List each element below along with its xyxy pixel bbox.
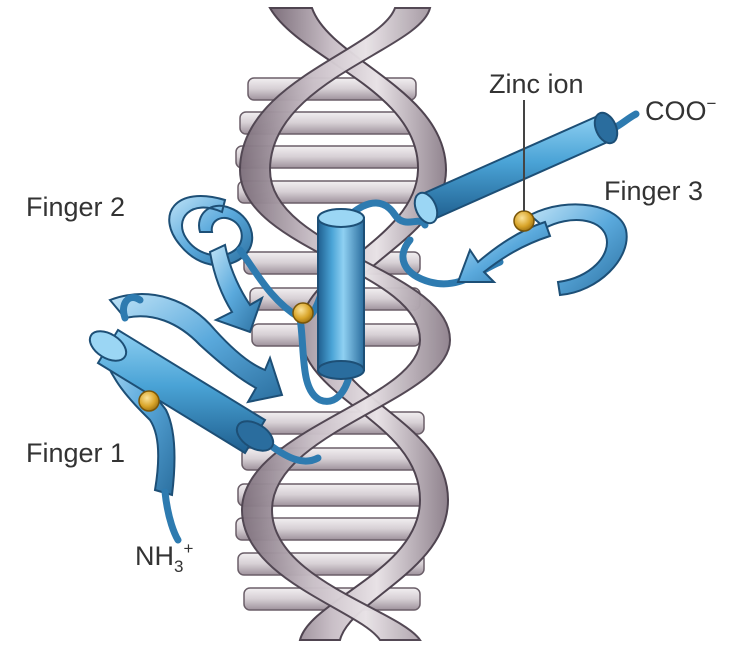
label-finger-1: Finger 1 [26,438,126,468]
zinc-ion-finger-2 [292,302,314,324]
label-coo-text: COO [645,96,707,126]
label-nh-text: NH [135,541,174,571]
finger-1-helix [88,328,275,455]
label-finger-3: Finger 3 [604,176,704,206]
label-nh-superscript: + [183,539,194,558]
label-nh-subscript: 3 [174,557,184,576]
label-nh3: NH3+ [135,540,193,575]
finger-2-beta-sheet [168,195,264,334]
finger-3-beta-sheet [456,203,628,297]
zinc-ions [138,210,535,412]
label-coo: COO− [645,95,716,125]
finger-2-helix [317,208,365,380]
zinc-ion-finger-3 [513,210,535,232]
label-zinc-ion: Zinc ion [489,69,584,99]
label-coo-charge: − [706,94,717,113]
finger-3-helix [413,111,619,225]
zinc-ion-finger-1 [138,390,160,412]
label-finger-2: Finger 2 [26,192,126,222]
